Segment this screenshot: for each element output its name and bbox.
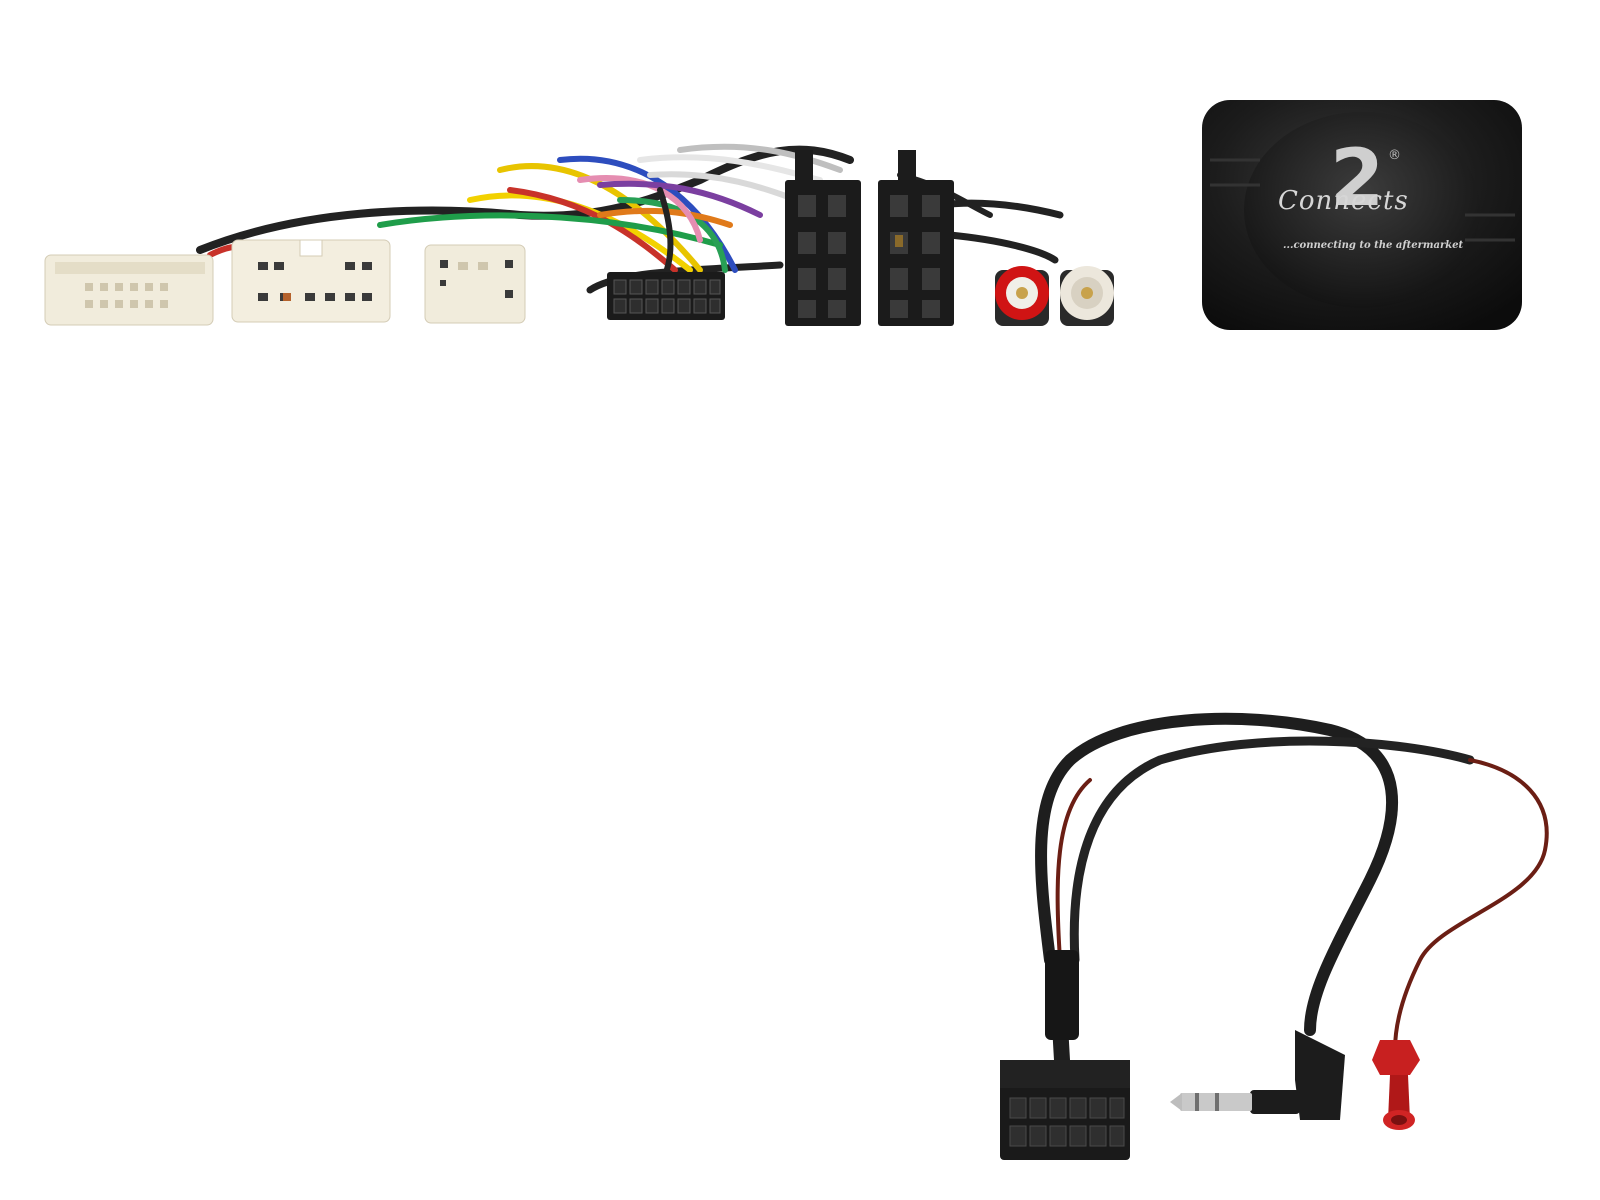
wire-green-2	[617, 197, 728, 273]
wire-grey	[677, 143, 843, 173]
patch-lead-connector	[1000, 1060, 1130, 1160]
wire-black-mid	[657, 187, 674, 278]
rca-plug-white	[1060, 266, 1114, 326]
wire-orange	[597, 207, 733, 228]
harness-colored-wires	[207, 143, 843, 278]
white-connector-small	[424, 244, 526, 324]
white-connector-medium	[231, 239, 391, 323]
red-spade-terminal	[1372, 1040, 1420, 1130]
heat-shrink	[1045, 950, 1079, 1040]
audio-jack-plug	[1170, 1030, 1345, 1120]
iso-connector-right	[878, 150, 954, 326]
brand-word: Connects	[1278, 186, 1409, 216]
brand-number: 2	[1330, 134, 1385, 224]
wire-purple	[597, 180, 763, 218]
iso-connector-left	[785, 150, 861, 326]
black-connector-small	[607, 272, 725, 320]
registered-mark: ®	[1388, 148, 1401, 163]
patch-lead-cables	[1035, 712, 1549, 1068]
tagline: ...connecting to the aftermarket	[1283, 240, 1464, 251]
rca-plug-red	[995, 266, 1049, 326]
wire-yellow-2	[497, 163, 703, 273]
white-connector-large	[44, 254, 214, 326]
